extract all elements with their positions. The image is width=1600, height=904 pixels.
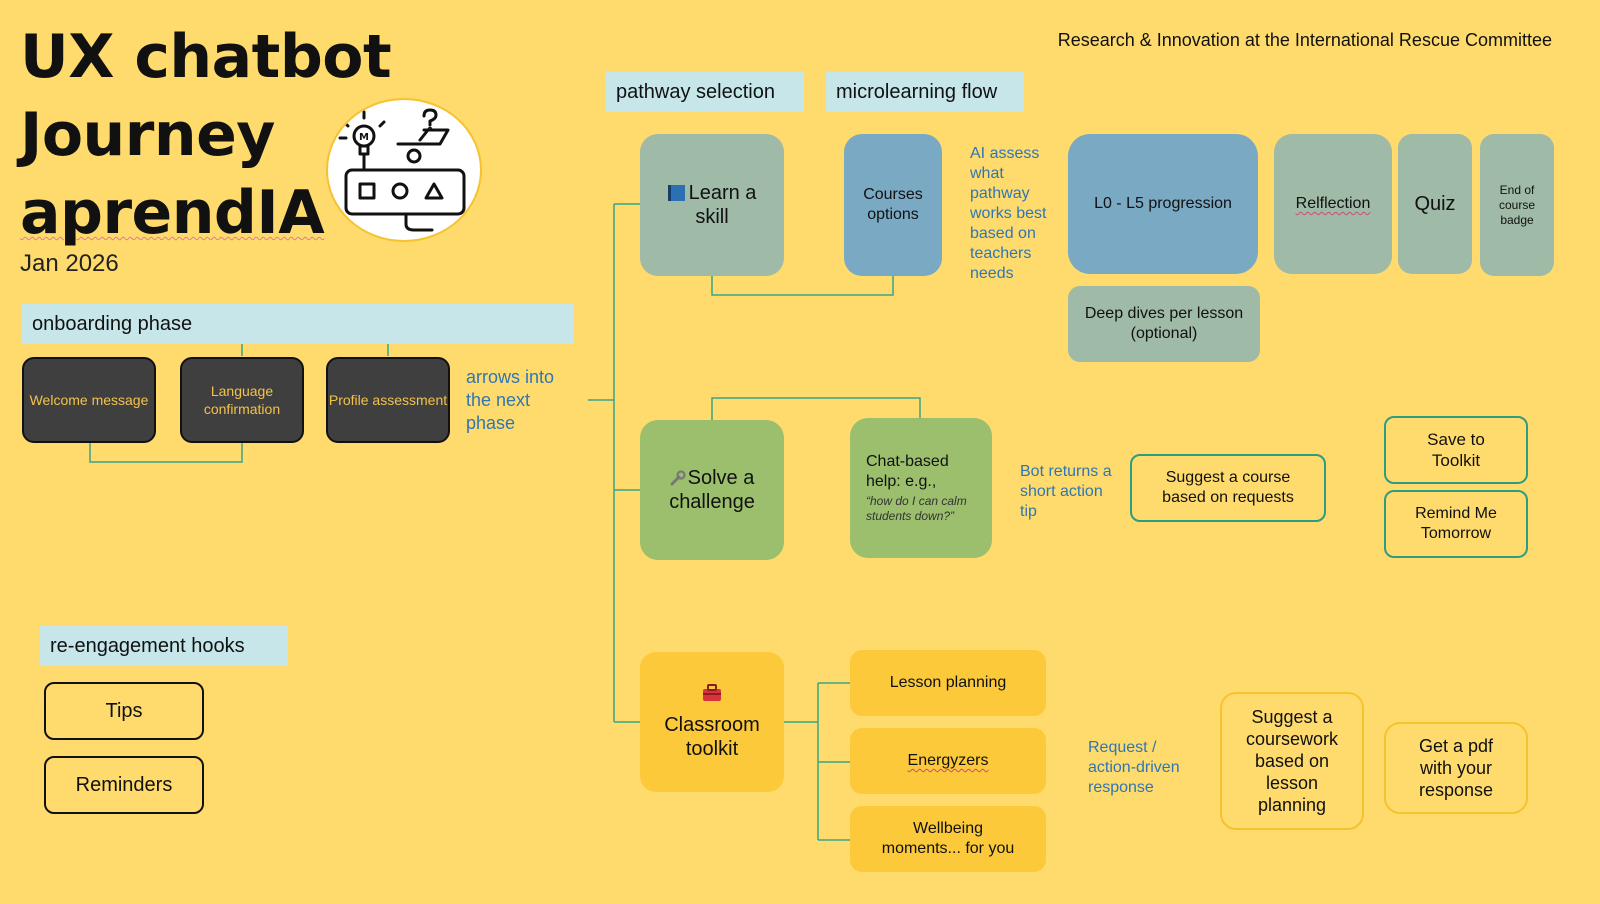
svg-text:M: M — [359, 132, 369, 143]
courses-options-box[interactable]: Courses options — [844, 134, 942, 276]
connector-learn-courses — [711, 276, 894, 296]
progression-box[interactable]: L0 - L5 progression — [1068, 134, 1258, 274]
title-line-1: UX chatbot — [20, 22, 392, 92]
pdf-response-box[interactable]: Get a pdf with your response — [1384, 722, 1528, 814]
reminders-hook[interactable]: Reminders — [44, 756, 204, 814]
pathway-selection-header: pathway selection — [606, 72, 804, 112]
reflection-box[interactable]: Relflection — [1274, 134, 1392, 274]
organization-label: Research & Innovation at the Internation… — [1057, 30, 1552, 50]
reengagement-header: re-engagement hooks — [40, 626, 288, 666]
learn-skill-label: Learn a skill — [688, 182, 757, 228]
chat-help-title: Chat-based help: e.g., — [866, 453, 949, 490]
energyzers-label: Energyzers — [907, 752, 989, 769]
toolbox-icon — [701, 683, 723, 709]
lesson-planning-box[interactable]: Lesson planning — [850, 650, 1046, 716]
chat-help-quote: “how do I can calm students down?” — [866, 494, 967, 523]
language-confirmation-step[interactable]: Language confirmation — [180, 357, 304, 443]
remind-tomorrow-box[interactable]: Remind Me Tomorrow — [1384, 490, 1528, 558]
wrench-icon — [670, 468, 686, 486]
onboarding-phase-header: onboarding phase — [22, 304, 574, 344]
book-icon — [667, 185, 685, 201]
toolkit-note: Request / action-driven response — [1088, 739, 1180, 796]
tips-hook[interactable]: Tips — [44, 682, 204, 740]
page-title: UX chatbot Journey aprendIA — [20, 18, 392, 252]
solve-note: Bot returns a short action tip — [1020, 463, 1112, 520]
connector-solve-chat — [711, 397, 921, 420]
title-line-3: aprendIA — [20, 178, 325, 248]
welcome-message-step[interactable]: Welcome message — [22, 357, 156, 443]
deep-dives-box[interactable]: Deep dives per lesson (optional) — [1068, 286, 1260, 362]
learn-ai-note: AI assess what pathway works best based … — [970, 145, 1047, 282]
date-label: Jan 2026 — [20, 250, 119, 277]
reflection-label: Relflection — [1295, 195, 1371, 212]
onboarding-note: arrows into the next phase — [466, 367, 555, 433]
wellbeing-box[interactable]: Wellbeing moments... for you — [850, 806, 1046, 872]
quiz-box[interactable]: Quiz — [1398, 134, 1472, 274]
save-toolkit-box[interactable]: Save to Toolkit — [1384, 416, 1528, 484]
profile-assessment-step[interactable]: Profile assessment — [326, 357, 450, 443]
classroom-toolkit-label: Classroom toolkit — [664, 714, 760, 760]
energyzers-box[interactable]: Energyzers — [850, 728, 1046, 794]
title-line-2: Journey — [20, 100, 275, 170]
robot-game-icon: M — [326, 98, 482, 242]
suggest-coursework-box[interactable]: Suggest a coursework based on lesson pla… — [1220, 692, 1364, 830]
solve-challenge-pathway[interactable]: Solve a challenge — [640, 420, 784, 560]
suggest-course-box[interactable]: Suggest a course based on requests — [1130, 454, 1326, 522]
microlearning-flow-header: microlearning flow — [826, 72, 1024, 112]
learn-skill-pathway[interactable]: Learn a skill — [640, 134, 784, 276]
chat-help-box[interactable]: Chat-based help: e.g., “how do I can cal… — [850, 418, 992, 558]
course-badge-box[interactable]: End of course badge — [1480, 134, 1554, 276]
classroom-toolkit-pathway[interactable]: Classroom toolkit — [640, 652, 784, 792]
connector-welcome-language — [89, 443, 243, 463]
solve-challenge-label: Solve a challenge — [669, 467, 755, 513]
